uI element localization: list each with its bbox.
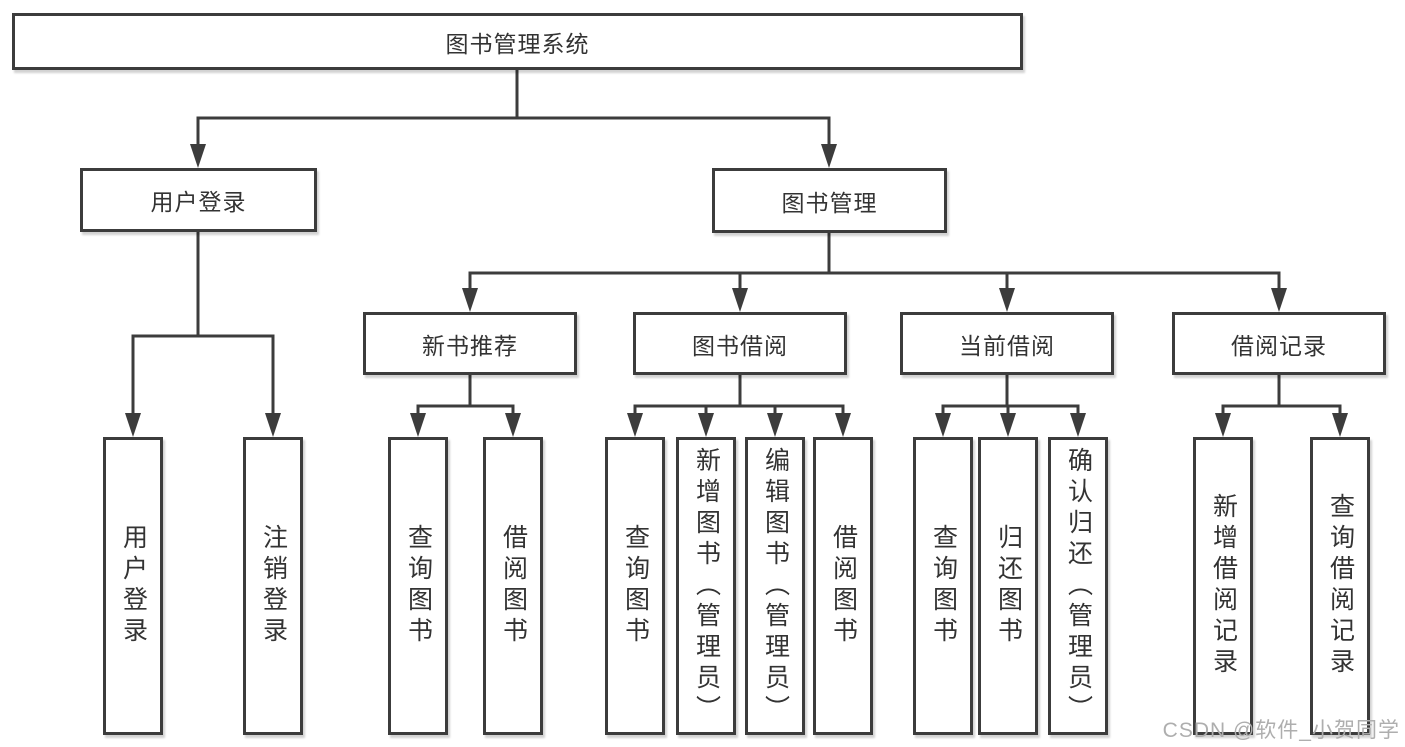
leaf-return-books: 归还图书: [978, 437, 1038, 735]
leaf-label: 注销登录: [259, 524, 288, 648]
node-borrow-records: 借阅记录: [1172, 312, 1386, 375]
leaf-query-books-borrow: 查询图书: [605, 437, 665, 735]
node-new-book-recommend: 新书推荐: [363, 312, 577, 375]
leaf-label: 借阅图书: [829, 524, 858, 648]
node-root: 图书管理系统: [12, 13, 1023, 70]
leaf-query-borrow-record: 查询借阅记录: [1310, 437, 1370, 735]
leaf-label: 借阅图书: [499, 524, 528, 648]
arrowheads: [125, 144, 1348, 437]
leaf-edit-books-admin: 编辑图书（管理员）: [745, 437, 805, 735]
node-book-borrow: 图书借阅: [633, 312, 847, 375]
node-user-login: 用户登录: [80, 168, 317, 232]
leaf-query-books-current: 查询图书: [913, 437, 973, 735]
leaf-logout: 注销登录: [243, 437, 303, 735]
leaf-label: 编辑图书（管理员）: [761, 446, 790, 726]
leaf-query-books-recommend: 查询图书: [388, 437, 448, 735]
leaf-label: 查询图书: [404, 524, 433, 648]
node-book-management: 图书管理: [712, 168, 947, 233]
leaf-borrow-books: 借阅图书: [813, 437, 873, 735]
leaf-user-login: 用户登录: [103, 437, 163, 735]
leaf-label: 用户登录: [119, 524, 148, 648]
leaf-label: 查询借阅记录: [1326, 493, 1355, 679]
leaf-add-borrow-record: 新增借阅记录: [1193, 437, 1253, 735]
node-current-borrow: 当前借阅: [900, 312, 1114, 375]
leaf-label: 归还图书: [994, 524, 1023, 648]
csdn-watermark: CSDN @软件_小贺同学: [1162, 719, 1400, 742]
leaf-label: 确认归还（管理员）: [1064, 446, 1093, 726]
leaf-label: 查询图书: [621, 524, 650, 648]
leaf-label: 查询图书: [929, 524, 958, 648]
leaf-add-books-admin: 新增图书（管理员）: [676, 437, 736, 735]
leaf-confirm-return-admin: 确认归还（管理员）: [1048, 437, 1108, 735]
leaf-label: 新增借阅记录: [1209, 493, 1238, 679]
leaf-borrow-books-recommend: 借阅图书: [483, 437, 543, 735]
leaf-label: 新增图书（管理员）: [692, 446, 721, 726]
